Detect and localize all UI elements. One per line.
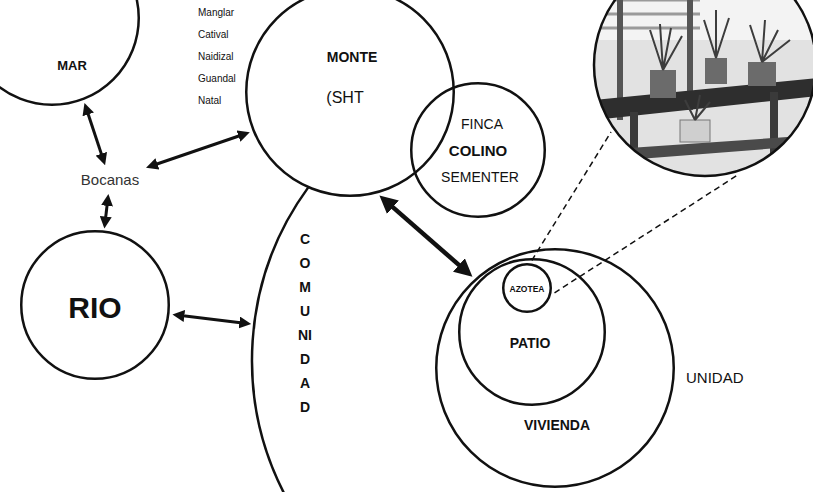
- node-label: MAR: [57, 59, 87, 72]
- double-arrow: [88, 113, 102, 155]
- sea-circle: MAR: [0, 0, 140, 106]
- railing: [590, 0, 700, 2]
- plant-leaves: [685, 95, 710, 120]
- bench: [593, 78, 813, 120]
- node-label: UNIDAD: [686, 370, 744, 385]
- photo-sky: [590, 0, 813, 40]
- circle-outline: [436, 249, 674, 487]
- leader-line: [555, 175, 739, 293]
- circle-outline: [21, 231, 169, 379]
- farm-circle: FINCA COLINO SEMENTER: [410, 82, 546, 218]
- circle-outline: [411, 83, 545, 217]
- node-label: COLINO: [449, 143, 507, 158]
- plant-leaves: [704, 10, 729, 58]
- pot: [748, 62, 776, 86]
- node-label: MONTE: [327, 50, 378, 64]
- house-circle: VIVIENDAUNIDADPATIOAZOTEA: [435, 248, 675, 488]
- node-label: COMUNIDAD: [298, 227, 312, 419]
- outline-svg: [435, 248, 675, 488]
- yard-circle: PATIO AZOTEA: [458, 258, 606, 406]
- outline-svg: [0, 0, 140, 106]
- outline-svg: [458, 258, 606, 406]
- circle-outline: [503, 264, 551, 312]
- bench-leg: [770, 92, 778, 182]
- plant-leaves: [650, 24, 682, 70]
- pot: [680, 120, 710, 142]
- circle-outline: [0, 0, 139, 105]
- node-label: AZOTEA: [510, 285, 545, 294]
- pot: [705, 58, 727, 84]
- node-label: RIO: [68, 293, 121, 323]
- node-label: Manglar Catival Naidizal Guandal Natal: [198, 2, 236, 112]
- forest-circle: Manglar Catival Naidizal Guandal NatalMO…: [245, 0, 455, 197]
- double-arrow: [183, 316, 240, 323]
- double-arrow: [106, 205, 108, 218]
- raised-bed-circle: AZOTEA: [502, 263, 552, 313]
- node-label: Bocanas: [81, 171, 139, 189]
- river-circle: RIO: [20, 230, 170, 380]
- terrace-photo: [590, 0, 813, 182]
- railing: [590, 27, 700, 30]
- plant-leaves: [750, 20, 790, 62]
- estuary-label: Bocanas: [77, 168, 143, 192]
- pot: [650, 70, 676, 98]
- node-label: FINCA: [461, 117, 503, 131]
- node-label: VIVIENDA: [524, 418, 590, 432]
- double-arrow: [156, 136, 239, 164]
- node-label: PATIO: [510, 336, 551, 350]
- circle-outline: [246, 0, 454, 196]
- circle-outline: [459, 259, 605, 405]
- photo-circle: [594, 0, 813, 176]
- node-label: (SHT: [326, 90, 363, 106]
- photo-background: [590, 0, 813, 180]
- double-arrow: [392, 206, 461, 266]
- node-label: SEMENTER: [441, 170, 519, 184]
